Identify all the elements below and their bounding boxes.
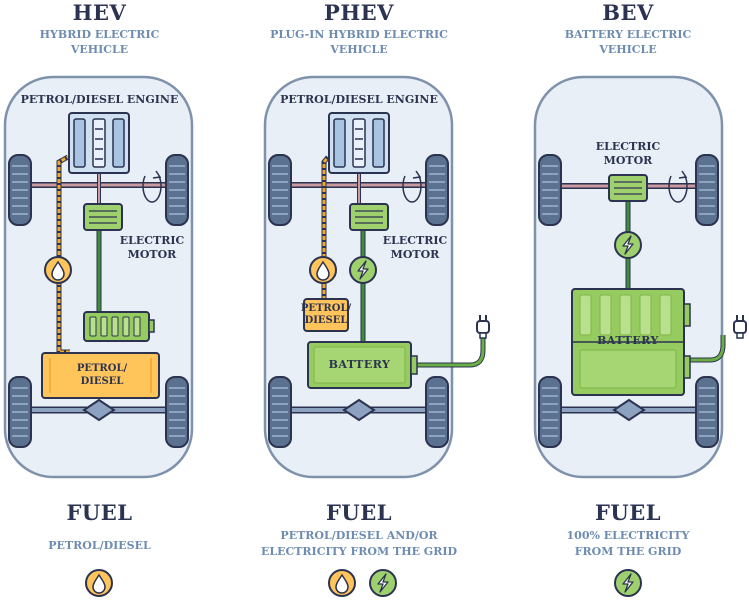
fuel-tank <box>303 298 349 332</box>
wheel-icon <box>538 154 562 226</box>
wheel-icon <box>8 376 32 448</box>
electric-motor-icon <box>349 203 389 231</box>
battery-label: BATTERY <box>597 334 659 347</box>
lightning-icon <box>614 231 642 259</box>
hev-title: HEV <box>72 0 127 25</box>
bev-car <box>533 75 747 479</box>
plug-icon <box>733 314 747 339</box>
bev-fuel-heading: FUEL <box>595 500 661 525</box>
wheel-icon <box>538 376 562 448</box>
hev-car <box>3 75 194 479</box>
phev-fuel-heading: FUEL <box>326 500 392 525</box>
phev-fuel-line-1: PETROL/DIESEL AND/OR <box>280 529 438 542</box>
wheel-icon <box>695 376 719 448</box>
electric-motor-icon <box>608 174 648 202</box>
wheel-icon <box>8 154 32 226</box>
motor-label-line-2: MOTOR <box>603 154 653 167</box>
hev-subtitle-line-2: VEHICLE <box>70 43 129 56</box>
wheel-icon <box>425 376 449 448</box>
motor-label-line-1: ELECTRIC <box>119 234 185 247</box>
hev-fuel-line-1: PETROL/DIESEL <box>48 539 151 552</box>
hev-fuel-heading: FUEL <box>66 500 133 525</box>
battery-icon <box>307 341 418 389</box>
wheel-icon <box>695 154 719 226</box>
tank-label-line-2: DIESEL <box>80 376 124 387</box>
bev-subtitle-line-1: BATTERY ELECTRIC <box>564 28 692 41</box>
battery-icon <box>83 311 155 342</box>
fuel-drop-icon <box>85 569 113 597</box>
lightning-icon <box>349 256 377 284</box>
phev-subtitle-line-2: VEHICLE <box>330 43 388 56</box>
phev-car <box>263 75 490 479</box>
phev-title: PHEV <box>324 0 394 25</box>
engine-label: PETROL/DIESEL ENGINE <box>20 93 179 106</box>
lightning-icon <box>369 569 397 597</box>
bev-fuel-line-1: 100% ELECTRICITY <box>566 529 690 542</box>
motor-label-line-2: MOTOR <box>390 248 440 261</box>
fuel-drop-icon <box>309 256 337 284</box>
phev-subtitle-line-1: PLUG-IN HYBRID ELECTRIC <box>270 28 448 41</box>
bev-fuel-line-2: FROM THE GRID <box>574 545 682 558</box>
electric-motor-icon <box>83 203 123 231</box>
wheel-icon <box>425 154 449 226</box>
tank-label-line-1: PETROL/ <box>300 303 352 314</box>
battery-label: BATTERY <box>328 358 391 371</box>
wheel-icon <box>268 154 292 226</box>
motor-label-line-2: MOTOR <box>127 248 177 261</box>
fuel-drop-icon <box>44 256 72 284</box>
engine-icon <box>328 112 390 174</box>
fuel-drop-icon <box>328 569 356 597</box>
phev-fuel-line-2: ELECTRICITY FROM THE GRID <box>260 545 458 558</box>
tank-label-line-2: DIESEL <box>304 315 348 326</box>
hev-subtitle-line-1: HYBRID ELECTRIC <box>39 28 160 41</box>
plug-icon <box>476 314 490 339</box>
tank-label-line-1: PETROL/ <box>76 363 128 374</box>
wheel-icon <box>268 376 292 448</box>
bev-subtitle-line-2: VEHICLE <box>599 43 657 56</box>
engine-label: PETROL/DIESEL ENGINE <box>280 93 438 106</box>
battery-icon <box>571 288 691 396</box>
motor-label-line-1: ELECTRIC <box>382 234 448 247</box>
wheel-icon <box>165 376 189 448</box>
fuel-tank <box>41 352 160 399</box>
lightning-icon <box>614 569 642 597</box>
wheel-icon <box>165 154 189 226</box>
engine-icon <box>68 112 130 174</box>
motor-label-line-1: ELECTRIC <box>595 140 661 153</box>
bev-title: BEV <box>602 0 654 25</box>
